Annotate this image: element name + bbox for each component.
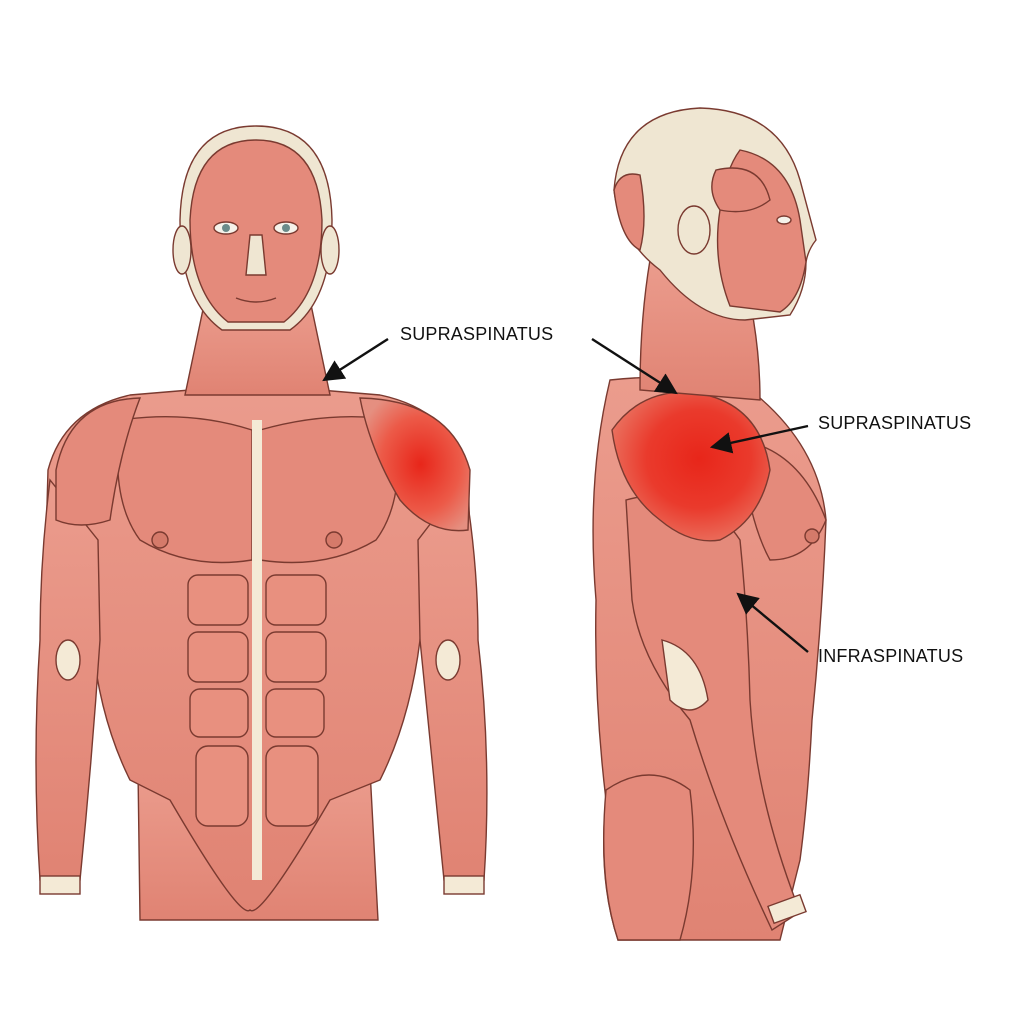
side-ear bbox=[677, 205, 711, 255]
front-right-nipple bbox=[325, 531, 343, 549]
lateral-figure bbox=[592, 107, 827, 941]
arrow-front-supraspinatus bbox=[322, 337, 389, 382]
front-linea-alba bbox=[252, 420, 262, 880]
label-front-supraspinatus: SUPRASPINATUS bbox=[400, 324, 554, 344]
side-occipital bbox=[613, 173, 645, 252]
arrow-side-supraspinatus-top bbox=[591, 337, 678, 395]
front-right-deltoid-highlight bbox=[359, 397, 471, 532]
side-elbow bbox=[661, 639, 709, 711]
side-glute bbox=[603, 774, 695, 941]
label-side-supraspinatus: SUPRASPINATUS bbox=[818, 413, 972, 433]
side-nipple bbox=[804, 528, 820, 544]
front-left-elbow bbox=[55, 639, 81, 681]
label-side-infraspinatus: INFRASPINATUS bbox=[818, 646, 964, 666]
front-right-ear bbox=[320, 225, 340, 275]
side-wrist bbox=[767, 893, 807, 925]
front-left-ear bbox=[172, 225, 192, 275]
arrow-side-infraspinatus bbox=[736, 592, 809, 653]
front-left-pec bbox=[116, 415, 253, 564]
front-abdominals bbox=[187, 574, 327, 827]
front-mouth bbox=[235, 297, 277, 303]
front-right-elbow bbox=[435, 639, 461, 681]
side-temporal bbox=[711, 167, 771, 213]
front-right-pec bbox=[259, 415, 400, 564]
front-left-deltoid bbox=[55, 397, 142, 526]
arrow-side-supraspinatus bbox=[709, 424, 809, 454]
front-left-nipple bbox=[151, 531, 169, 549]
anterior-figure bbox=[35, 125, 488, 921]
front-right-arm bbox=[417, 478, 488, 881]
side-arm bbox=[625, 494, 801, 932]
side-eye bbox=[776, 215, 792, 225]
annotation-arrows bbox=[322, 337, 809, 653]
front-face-muscles bbox=[189, 139, 323, 323]
front-nose bbox=[245, 234, 267, 276]
front-right-wrist bbox=[443, 875, 485, 895]
front-left-wrist bbox=[39, 875, 81, 895]
